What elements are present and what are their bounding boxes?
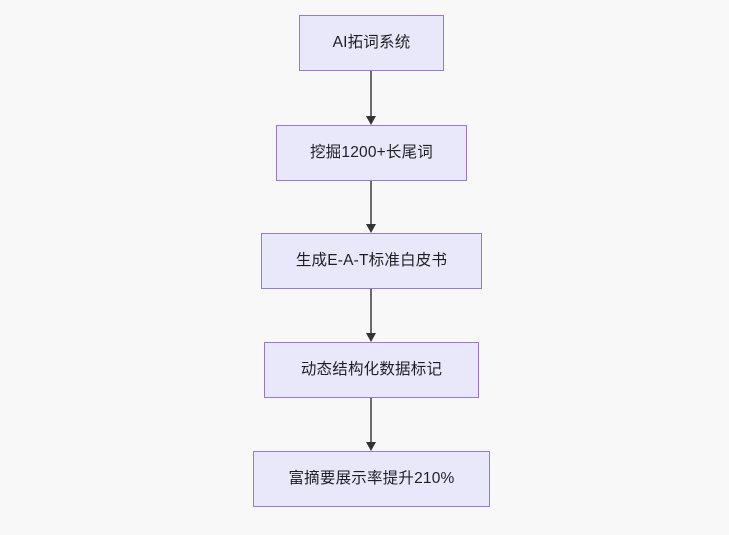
flow-arrow-1 xyxy=(363,71,379,125)
flow-arrow-4 xyxy=(363,398,379,451)
flow-node-n5[interactable]: 富摘要展示率提升210% xyxy=(253,451,490,507)
flow-node-label: 动态结构化数据标记 xyxy=(300,360,443,378)
flow-arrow-3 xyxy=(363,289,379,342)
flow-node-label: 挖掘1200+长尾词 xyxy=(309,143,434,161)
flow-node-label: 生成E-A-T标准白皮书 xyxy=(295,251,448,269)
flow-node-n3[interactable]: 生成E-A-T标准白皮书 xyxy=(261,233,482,289)
flow-node-label: AI拓词系统 xyxy=(332,33,411,51)
flow-node-label: 富摘要展示率提升210% xyxy=(288,469,455,487)
flow-arrow-2 xyxy=(363,181,379,233)
flow-node-n4[interactable]: 动态结构化数据标记 xyxy=(264,342,479,398)
flow-node-n1[interactable]: AI拓词系统 xyxy=(299,15,444,71)
flow-node-n2[interactable]: 挖掘1200+长尾词 xyxy=(276,125,467,181)
